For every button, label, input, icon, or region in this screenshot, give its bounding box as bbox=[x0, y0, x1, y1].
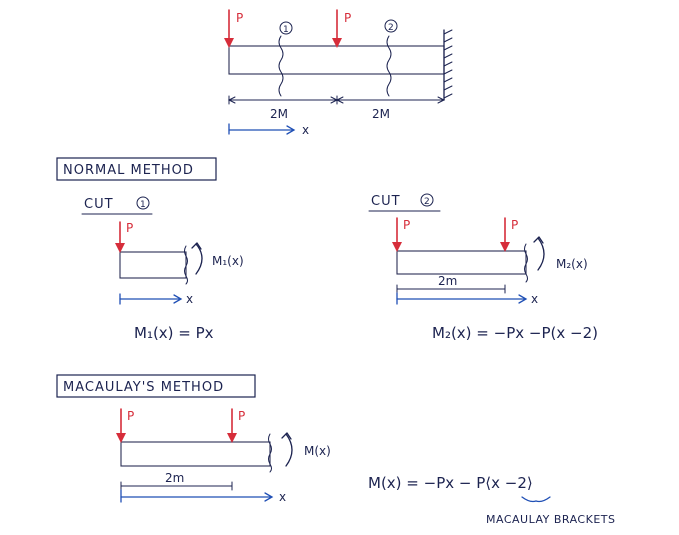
macaulay-x-label: x bbox=[279, 490, 286, 504]
load-arrow-2: P bbox=[332, 9, 351, 48]
cut2-title: CUT bbox=[371, 194, 401, 209]
cut1-beam bbox=[119, 251, 187, 279]
macaulay-load-label-2: P bbox=[238, 409, 245, 423]
macaulay-brackets-note: MACAULAY BRACKETS bbox=[486, 513, 615, 526]
cut2-beam bbox=[396, 250, 527, 275]
macaulay-method-heading: MACAULAY'S METHOD bbox=[63, 380, 224, 395]
macaulay-load-label-1: P bbox=[127, 409, 134, 423]
cut2-moment-label: M₂(x) bbox=[556, 257, 588, 271]
moment-arrow-icon bbox=[191, 242, 203, 275]
dimension-line: 2M 2M bbox=[227, 95, 446, 121]
macaulay-method-box bbox=[56, 374, 256, 398]
macaulay-section: P P M(x) 2m x M(x) = −Px − P⟨x −2⟩ MACAU… bbox=[116, 408, 615, 526]
cut1-load-label: P bbox=[126, 221, 133, 235]
cut2-marker: 2 bbox=[388, 23, 394, 33]
cut2-x-label: x bbox=[531, 292, 538, 306]
x-axis-arrow: x bbox=[228, 123, 309, 137]
main-beam bbox=[228, 45, 445, 75]
cut1-title-marker: 1 bbox=[140, 200, 146, 210]
cut2-equation: M₂(x) = −Px −P(x −2) bbox=[432, 324, 598, 342]
brace-icon bbox=[521, 496, 551, 503]
cut1-title: CUT bbox=[84, 197, 114, 212]
moment-arrow-icon bbox=[533, 236, 545, 271]
cut2-load-label-1: P bbox=[403, 218, 410, 232]
load-label-2: P bbox=[344, 11, 351, 25]
normal-method-box bbox=[56, 157, 217, 181]
load-label-1: P bbox=[236, 11, 243, 25]
span-label-a: 2M bbox=[270, 107, 288, 121]
cut2-title-marker: 2 bbox=[424, 197, 430, 207]
macaulay-equation: M(x) = −Px − P⟨x −2⟩ bbox=[368, 474, 533, 492]
macaulay-moment-label: M(x) bbox=[304, 444, 331, 458]
macaulay-span-label: 2m bbox=[165, 471, 184, 485]
normal-method-heading: NORMAL METHOD bbox=[63, 163, 194, 178]
x-axis-label: x bbox=[302, 123, 309, 137]
main-beam-figure: P P 1 2 2M 2M bbox=[224, 9, 453, 137]
span-label-b: 2M bbox=[372, 107, 390, 121]
macaulay-beam bbox=[120, 441, 271, 467]
cut1-section: CUT 1 P M₁(x) x M₁(x) = Px bbox=[81, 196, 244, 342]
cut-line-icon: 2 bbox=[384, 19, 398, 97]
cut2-section: CUT 2 P P M₂(x) 2m x M₂(x) = −Px −P(x −2… bbox=[368, 193, 598, 342]
load-arrow-1: P bbox=[224, 9, 243, 48]
cut1-x-label: x bbox=[186, 292, 193, 306]
fixed-support-icon bbox=[443, 29, 453, 101]
moment-arrow-icon bbox=[281, 432, 293, 467]
cut2-load-label-2: P bbox=[511, 218, 518, 232]
cut1-equation: M₁(x) = Px bbox=[134, 324, 214, 342]
cut-line-icon: 1 bbox=[278, 21, 293, 97]
cut2-span-label: 2m bbox=[438, 274, 457, 288]
cut1-moment-label: M₁(x) bbox=[212, 254, 244, 268]
cut1-marker: 1 bbox=[283, 25, 289, 35]
